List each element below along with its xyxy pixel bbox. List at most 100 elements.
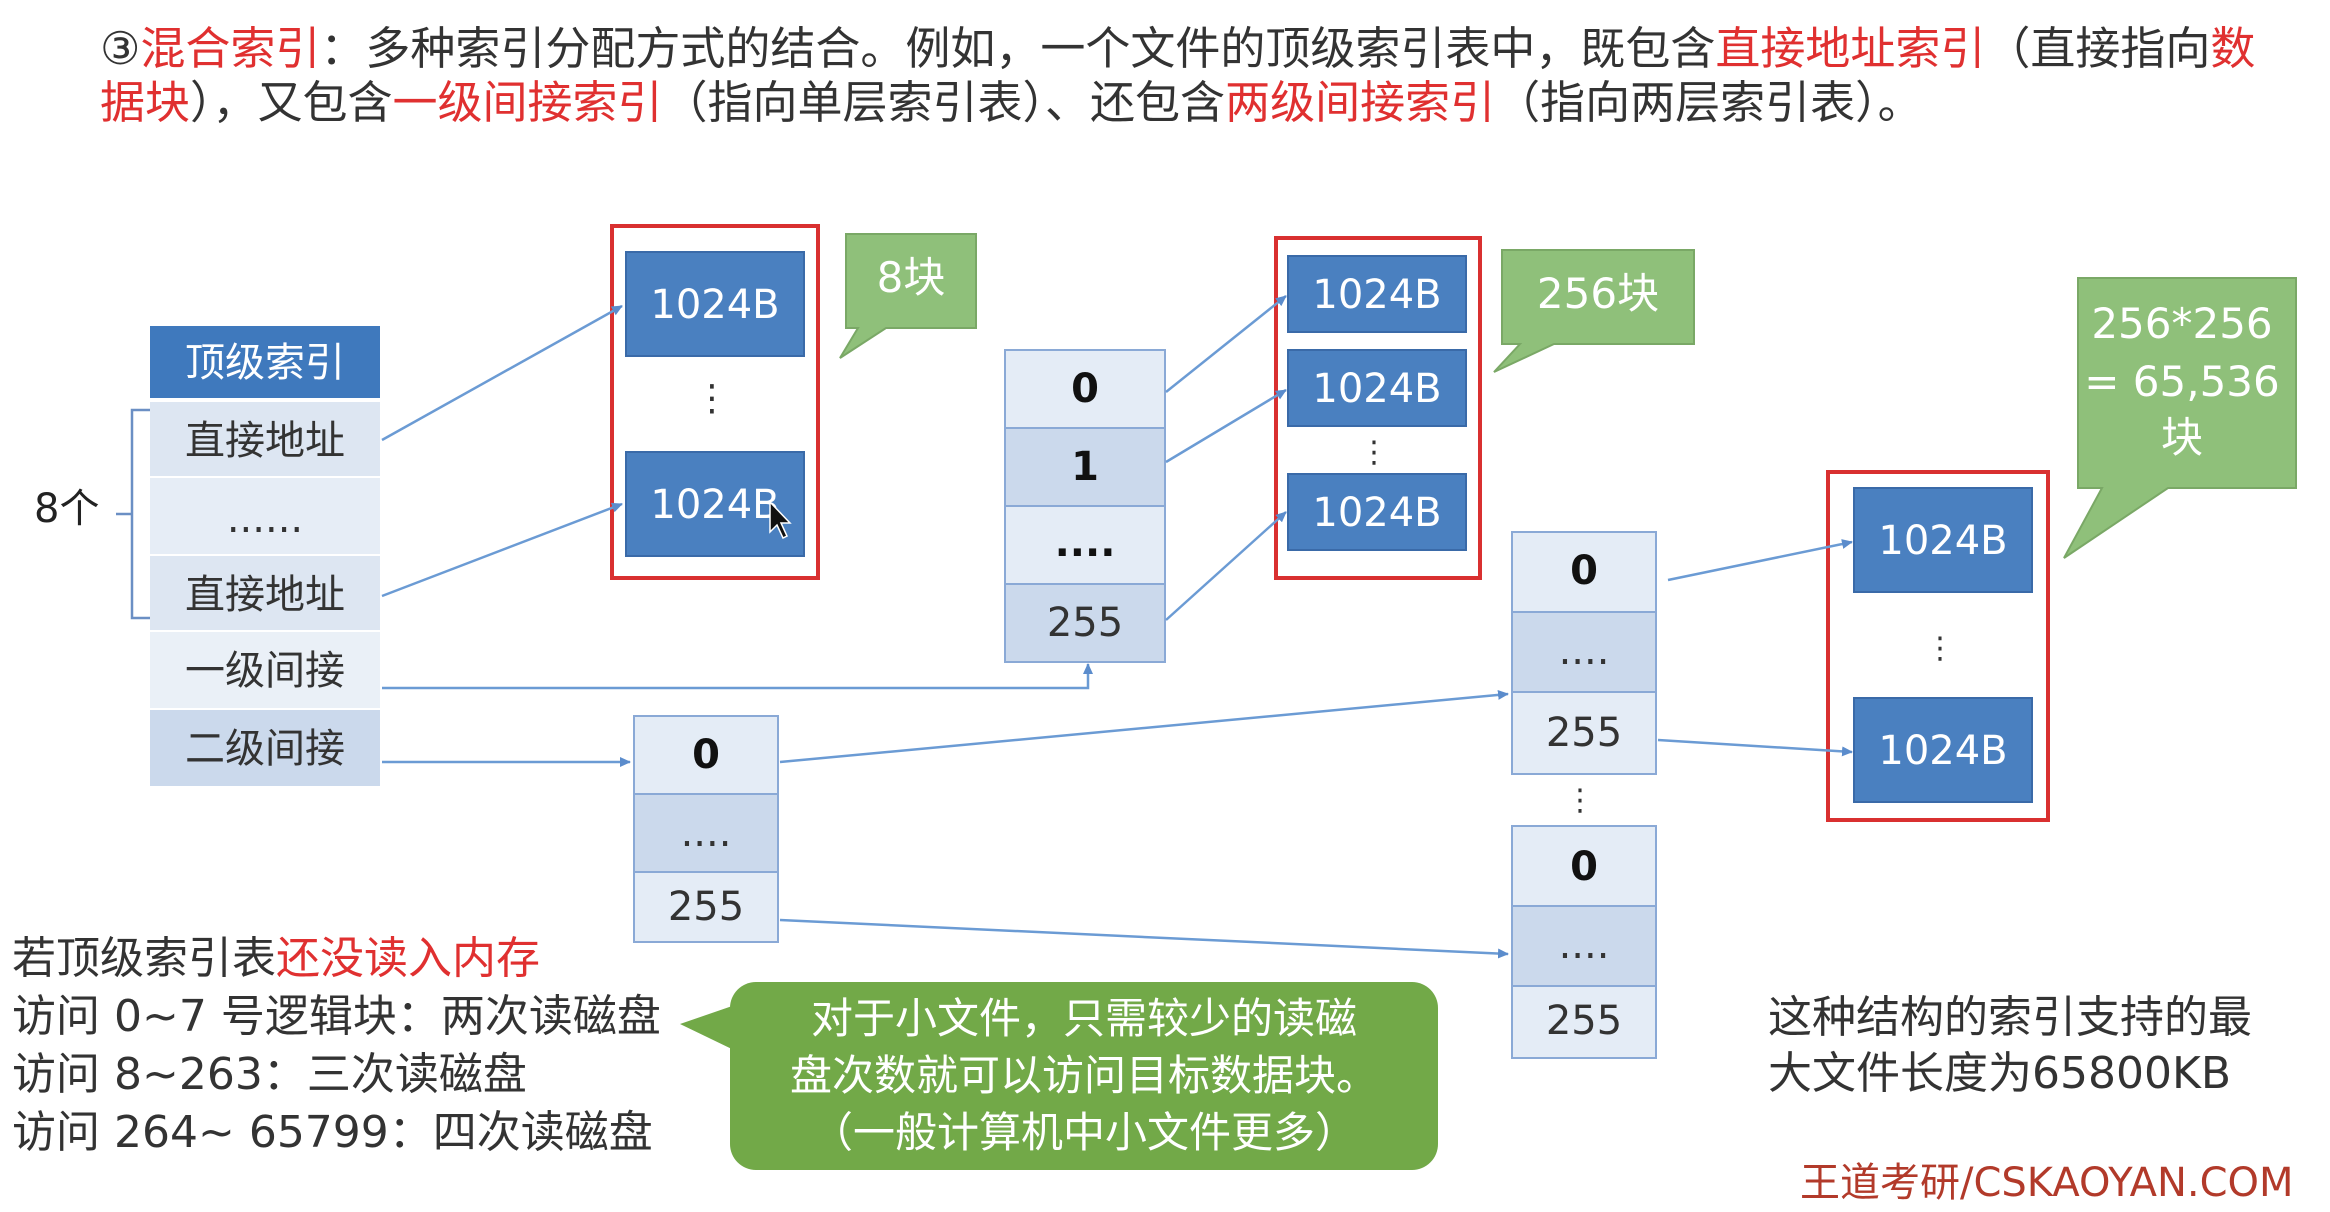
data-block-label: 1024B <box>1312 272 1441 318</box>
data-block <box>1287 473 1467 551</box>
arrow-direct-last <box>381 502 623 598</box>
index-cell-label: 0 <box>1570 844 1598 890</box>
data-block-label: 1024B <box>650 282 779 328</box>
max-file-size-line: 大文件长度为65800KB <box>1768 1048 2232 1099</box>
heading: ③混合索引：多种索引分配方式的结合。例如，一个文件的顶级索引表中，既包含直接地址… <box>100 22 2280 130</box>
small-file-note-line: （一般计算机中小文件更多） <box>810 1108 1357 1157</box>
callout-8-blocks <box>839 233 977 359</box>
double-indirect-l2-table-a: 0 .... 255 <box>1511 531 1657 775</box>
data-block-label: 1024B <box>650 482 779 528</box>
top-index-row <box>150 556 380 630</box>
index-cell-label: .... <box>1055 520 1116 566</box>
small-file-note-line: 对于小文件，只需较少的读磁 <box>810 994 1357 1043</box>
double-indirect-l1-table: 0 .... 255 <box>633 715 779 943</box>
data-block-label: 1024B <box>1312 366 1441 412</box>
note-line: 访问 0~7 号逻辑块：两次读磁盘 <box>12 991 661 1042</box>
top-index-row <box>150 632 380 708</box>
heading-marker: ③ <box>100 22 141 75</box>
index-cell-label: .... <box>1559 628 1610 674</box>
top-index-row-label: ...... <box>227 496 303 542</box>
callout-65536-line2: = 65,536 <box>2084 357 2280 406</box>
data-block <box>1853 697 2033 803</box>
index-cell <box>1004 505 1166 585</box>
arrow-single-255 <box>1165 511 1287 621</box>
heading-text-1: ：多种索引分配方式的结合。例如，一个文件的顶级索引表中，既包含 <box>320 22 1716 75</box>
arrow-direct-first <box>381 304 623 442</box>
callout-256-blocks-text: 256块 <box>1537 269 1659 318</box>
index-cell <box>1004 349 1166 429</box>
arrow-l1-0 <box>779 689 1509 764</box>
top-index-row-label: 一级间接 <box>185 648 345 694</box>
heading-highlight-datablock: 数据块 <box>100 22 2256 129</box>
data-block <box>1853 487 2033 593</box>
index-cell <box>1511 611 1657 693</box>
index-cell <box>1511 905 1657 987</box>
index-cell <box>1511 825 1657 907</box>
index-cell-label: .... <box>681 810 732 856</box>
index-cell <box>633 715 779 795</box>
small-file-note: 对于小文件，只需较少的读磁 盘次数就可以访问目标数据块。 （一般计算机中小文件更… <box>730 982 1438 1170</box>
data-block <box>1287 349 1467 427</box>
max-file-size-note: 这种结构的索引支持的最 大文件长度为65800KB <box>1768 990 2252 1102</box>
single-indirect-table: 0 1 .... 255 <box>1004 349 1166 663</box>
small-file-note-line: 盘次数就可以访问目标数据块。 <box>789 1051 1378 1100</box>
vertical-ellipsis: ⋮ <box>1925 631 1955 666</box>
note-highlight: 还没读入内存 <box>276 933 540 984</box>
callout-256-blocks <box>1493 249 1695 373</box>
top-index-row-label: 直接地址 <box>185 572 345 618</box>
index-cell-label: 255 <box>1047 600 1123 646</box>
note-line: 访问 8~263：三次读磁盘 <box>12 1049 527 1100</box>
heading-text-5: （指向两层索引表）。 <box>1495 76 1923 129</box>
pointer-arrows <box>381 295 1853 959</box>
heading-text-3: ），又包含 <box>190 76 393 129</box>
index-cell-label: 255 <box>1546 998 1622 1044</box>
top-index-row <box>150 478 380 554</box>
index-cell-label: .... <box>1559 922 1610 968</box>
note-prefix: 若顶级索引表 <box>12 933 276 984</box>
index-cell <box>1511 985 1657 1059</box>
heading-term: 混合索引 <box>140 22 321 75</box>
index-cell <box>1511 691 1657 775</box>
index-cell-label: 1 <box>1071 444 1099 490</box>
note-line: 若顶级索引表还没读入内存 <box>12 930 661 988</box>
index-cell-label: 0 <box>692 732 720 778</box>
heading-text-2: （直接指向 <box>1985 22 2211 75</box>
index-cell <box>633 871 779 943</box>
arrow-l2-0 <box>1667 539 1853 582</box>
top-index-header <box>150 326 380 398</box>
data-block <box>1287 255 1467 333</box>
arrow-single-1 <box>1165 388 1287 464</box>
arrow-single-0 <box>1165 295 1287 393</box>
index-cell <box>633 793 779 873</box>
top-index-row-label: 直接地址 <box>185 418 345 464</box>
direct-blocks-frame <box>610 224 820 580</box>
callout-8-blocks-text: 8块 <box>877 253 946 302</box>
watermark: 王道考研/CSKAOYAN.COM <box>1800 1160 2294 1206</box>
single-blocks-frame <box>1274 236 1482 580</box>
note-line: 访问 264~ 65799：四次读磁盘 <box>12 1107 653 1158</box>
double-blocks-frame <box>1826 470 2050 822</box>
vertical-ellipsis: ⋮ <box>1565 783 1595 818</box>
data-block <box>625 451 805 557</box>
top-index-row <box>150 402 380 476</box>
arrow-l1-255 <box>779 918 1509 959</box>
index-cell-label: 255 <box>668 884 744 930</box>
top-index-row <box>150 710 380 786</box>
vertical-ellipsis: ⋮ <box>694 378 730 419</box>
top-index-row-label: 二级间接 <box>185 726 345 772</box>
data-block-label: 1024B <box>1312 490 1441 536</box>
data-block-label: 1024B <box>1878 518 2007 564</box>
green-note-pointer <box>680 1004 738 1052</box>
max-file-size-line: 这种结构的索引支持的最 <box>1768 992 2252 1043</box>
arrow-single-indirect <box>382 663 1093 690</box>
index-cell-label: 0 <box>1071 366 1099 412</box>
vertical-ellipsis: ⋮ <box>1359 435 1389 470</box>
index-cell <box>1004 583 1166 663</box>
arrow-l2-255 <box>1657 738 1853 757</box>
callout-65536-blocks <box>2063 277 2297 559</box>
count-bracket <box>130 408 150 620</box>
mouse-cursor-icon <box>769 500 792 540</box>
double-indirect-l2-table-b: 0 .... 255 <box>1511 825 1657 1059</box>
index-cell <box>1004 427 1166 507</box>
